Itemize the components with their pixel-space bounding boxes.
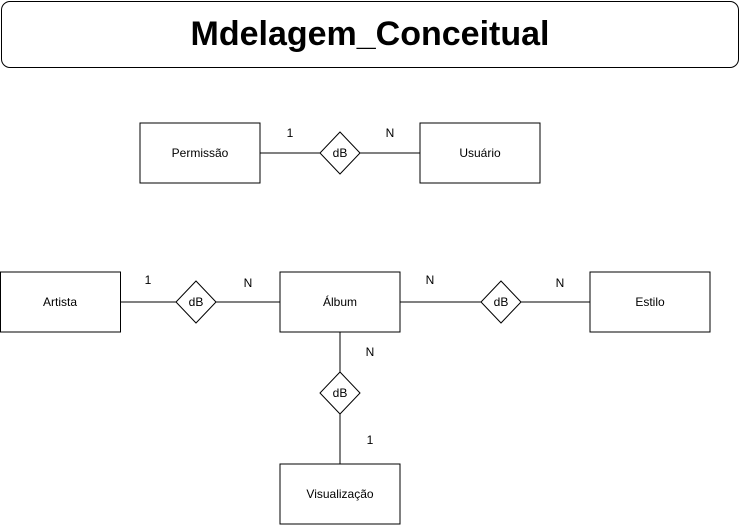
entity-label-artista: Artista (43, 295, 77, 309)
cardinality-album-from-artista: N (244, 276, 253, 290)
entity-visualizacao[interactable]: Visualização (279, 463, 401, 525)
relationship-album-visualizacao[interactable]: dB (319, 371, 361, 415)
cardinality-visualizacao: 1 (367, 433, 374, 447)
entity-label-album: Álbum (323, 294, 357, 309)
relationship-label: dB (494, 295, 509, 309)
entity-usuario[interactable]: Usuário (419, 122, 541, 184)
cardinality-permissao: 1 (287, 126, 294, 140)
relationship-label: dB (189, 295, 204, 309)
entity-label-permissao: Permissão (172, 146, 229, 160)
entity-album[interactable]: Álbum (279, 271, 401, 333)
entity-estilo[interactable]: Estilo (589, 271, 711, 333)
entity-artista[interactable]: Artista (0, 271, 121, 333)
relationship-artista-album[interactable]: dB (175, 280, 217, 324)
relationship-permissao-usuario[interactable]: dB (319, 131, 361, 175)
entity-label-visualizacao: Visualização (306, 487, 373, 501)
relationship-album-estilo[interactable]: dB (480, 280, 522, 324)
relationship-label: dB (333, 386, 348, 400)
cardinality-album-to-estilo: N (426, 273, 435, 287)
title-box: Mdelagem_Conceitual (1, 1, 739, 68)
diagram-title: Mdelagem_Conceitual (190, 15, 550, 53)
cardinality-estilo: N (556, 276, 565, 290)
cardinality-usuario: N (386, 126, 395, 140)
cardinality-album-to-visualizacao: N (366, 345, 375, 359)
cardinality-artista: 1 (145, 273, 152, 287)
relationship-label: dB (333, 146, 348, 160)
entity-permissao[interactable]: Permissão (139, 122, 261, 184)
entity-label-usuario: Usuário (459, 146, 501, 160)
entity-label-estilo: Estilo (635, 295, 665, 309)
